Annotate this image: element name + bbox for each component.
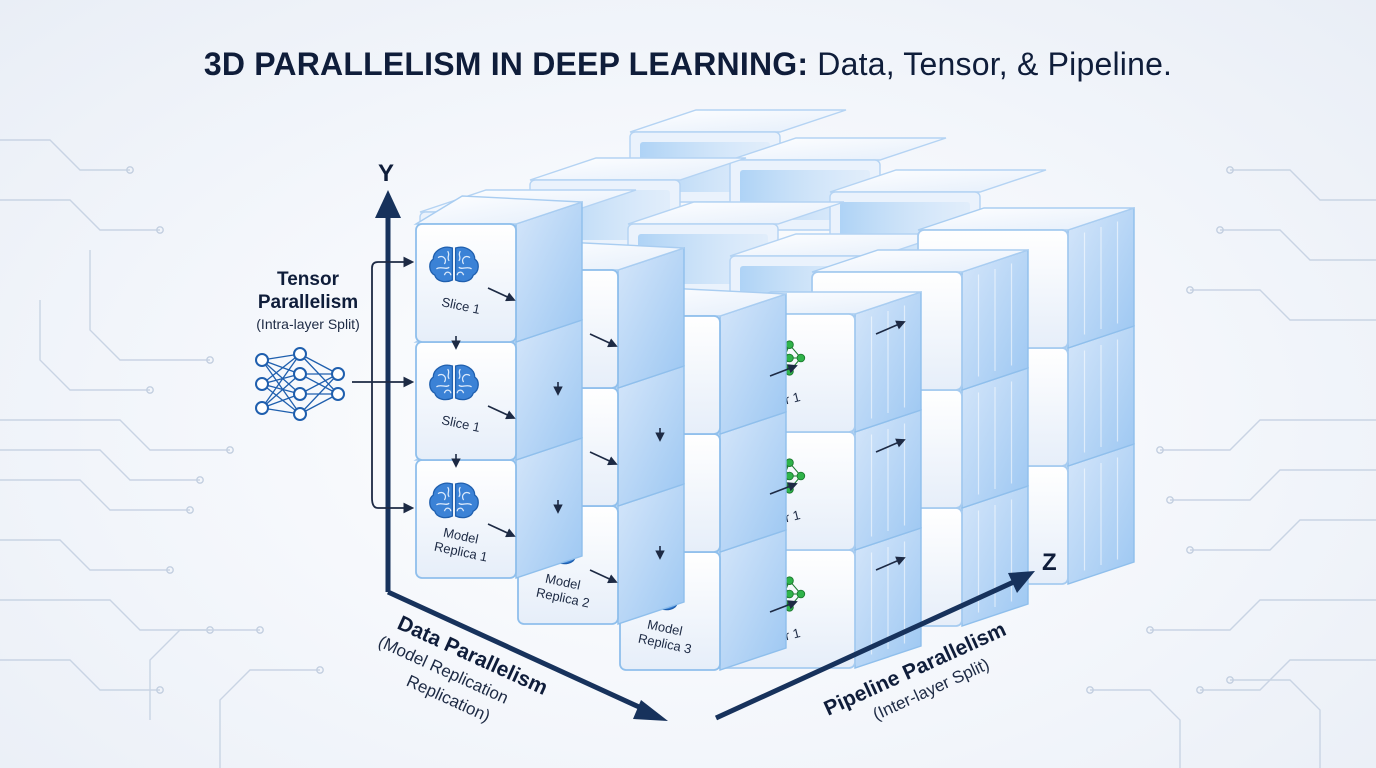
data-axis-line	[386, 589, 652, 715]
cube-front-face	[415, 341, 517, 461]
circuit-trace	[1090, 689, 1181, 768]
circuit-pad	[1226, 676, 1234, 684]
page-title: 3D PARALLELISM IN DEEP LEARNING: Data, T…	[0, 46, 1376, 83]
data-axis-arrowhead	[633, 700, 668, 721]
circuit-pad	[196, 476, 204, 484]
data-parallelism-label: Data Parallelism (Model Replication Repl…	[375, 612, 551, 726]
cube-front-face	[415, 223, 517, 343]
circuit-pad	[1146, 626, 1154, 634]
title-bold-part: 3D PARALLELISM IN DEEP LEARNING:	[203, 46, 809, 82]
circuit-pad	[146, 386, 154, 394]
flow-arrow	[875, 438, 906, 453]
flow-arrow	[769, 482, 798, 495]
tensor-bracket-arrows	[352, 256, 415, 514]
circuit-trace	[39, 300, 150, 391]
flow-arrow	[769, 600, 798, 613]
circuit-trace	[0, 599, 210, 631]
circuit-trace	[0, 539, 170, 571]
circuit-pad	[1156, 446, 1164, 454]
cube-r0c0: Slice 1	[413, 195, 583, 343]
circuit-trace	[1230, 169, 1376, 201]
circuit-trace	[0, 449, 200, 481]
flow-arrows	[451, 287, 906, 613]
circuit-trace	[1160, 419, 1376, 451]
flow-arrow	[875, 320, 906, 335]
circuit-pad	[166, 566, 174, 574]
circuit-pad	[156, 686, 164, 694]
circuit-trace	[1150, 599, 1376, 631]
flow-arrow	[589, 333, 618, 348]
flow-arrow	[589, 451, 618, 466]
tensor-parallelism-label: Tensor Parallelism (Intra-layer Split)	[232, 268, 384, 334]
circuit-trace	[89, 250, 210, 361]
circuit-pad	[156, 226, 164, 234]
circuit-trace	[1220, 229, 1376, 261]
circuit-pad	[1216, 226, 1224, 234]
flow-arrow	[589, 569, 618, 584]
circuit-pad	[316, 666, 324, 674]
y-axis-arrowhead	[375, 190, 401, 218]
circuit-pad	[186, 506, 194, 514]
circuit-trace	[1190, 289, 1376, 321]
cube-label: Model	[442, 525, 480, 547]
flow-arrow	[487, 287, 516, 302]
circuit-trace	[1200, 659, 1376, 691]
circuit-pad	[1086, 686, 1094, 694]
circuit-pad	[126, 166, 134, 174]
brain-icon	[429, 246, 479, 283]
circuit-trace	[219, 669, 320, 768]
brain-icon	[429, 482, 479, 519]
circuit-trace	[1190, 519, 1376, 551]
y-axis-label: Y	[378, 160, 394, 187]
z-axis-line	[714, 577, 1020, 721]
circuit-pad	[1186, 286, 1194, 294]
circuit-pad	[256, 626, 264, 634]
circuit-pad	[1186, 546, 1194, 554]
z-axis-arrowhead	[1008, 571, 1035, 593]
tensor-sub: (Intra-layer Split)	[256, 316, 360, 332]
tensor-line1: Tensor	[277, 269, 339, 290]
title-rest-part: Data, Tensor, & Pipeline.	[808, 46, 1173, 82]
circuit-pad	[1226, 166, 1234, 174]
circuit-trace	[149, 629, 260, 720]
circuit-pad	[1166, 496, 1174, 504]
tensor-line2: Parallelism	[257, 292, 359, 313]
circuit-trace	[0, 199, 160, 231]
flow-arrow	[487, 523, 516, 538]
flow-arrow	[875, 556, 906, 571]
neural-network-icon	[255, 347, 345, 421]
circuit-pad	[206, 356, 214, 364]
circuit-trace	[0, 419, 230, 451]
circuit-trace	[1230, 679, 1321, 768]
circuit-trace	[1170, 469, 1376, 501]
flow-arrow	[769, 364, 798, 377]
cube-grid: Layer 3Layer 3Layer 3Layer 2Layer 2Layer…	[413, 109, 1135, 671]
circuit-trace	[0, 139, 130, 171]
circuit-pad	[1196, 686, 1204, 694]
flow-arrow	[487, 405, 516, 420]
cube-label: Model	[646, 617, 684, 639]
z-axis-label: Z	[1042, 549, 1057, 576]
cube-label: Model	[544, 571, 582, 593]
brain-icon	[429, 364, 479, 401]
circuit-pad	[226, 446, 234, 454]
circuit-trace	[0, 479, 190, 511]
circuit-trace	[0, 659, 160, 691]
